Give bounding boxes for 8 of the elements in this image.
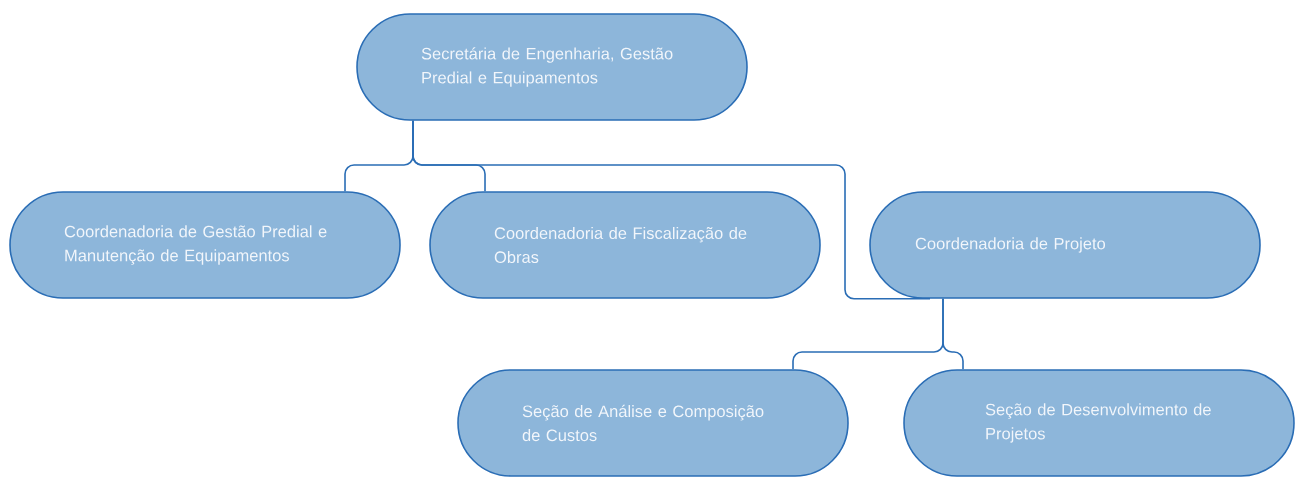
connector-line [412, 120, 931, 300]
org-box: Secretária de Engenharia, Gestão Predial e Equipamentos [356, 13, 748, 121]
connector-line [942, 298, 964, 370]
org-box: Seção de Desenvolvimento de Projetos [903, 369, 1295, 477]
org-box: Coordenadoria de Projeto [869, 191, 1261, 299]
org-box: Coordenadoria de Gestão Predial e Manutenção de Equipamentos [9, 191, 401, 299]
org-box: Coordenadoria de Fiscalização de Obras [429, 191, 821, 299]
org-box: Seção de Análise e Composição de Custos [457, 369, 849, 477]
